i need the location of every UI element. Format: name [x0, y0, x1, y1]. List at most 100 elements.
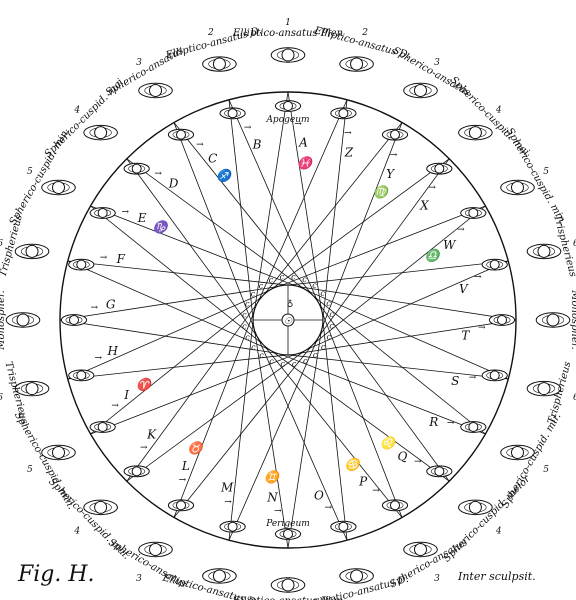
- phase-label: Spherico-cuspid. min.: [12, 410, 77, 511]
- earth-orbit-mark: c: [313, 351, 318, 360]
- phase-figure-C: [138, 82, 173, 99]
- saturn-position-F: [68, 258, 95, 271]
- saturn-globe: [434, 466, 445, 477]
- orbit-point-N: N: [266, 490, 278, 504]
- motion-arrow: →: [111, 401, 119, 411]
- phase-figure-Q: [458, 499, 493, 516]
- saturn-position-V: [481, 258, 508, 271]
- phase-figure-Z: [339, 56, 374, 72]
- saturn-globe: [434, 163, 445, 174]
- zodiac-sign: ♑: [153, 220, 170, 234]
- earth-symbol: ♁: [287, 299, 294, 309]
- phase-label: Monospher.: [0, 290, 7, 350]
- phase-figure-D: [83, 124, 118, 141]
- saturn-position-G: [60, 314, 88, 326]
- orbit-point-Y: Y: [386, 167, 395, 181]
- phase-number: 2: [207, 28, 214, 38]
- phase-figure-L: [138, 541, 173, 558]
- orbit-point-G: G: [106, 297, 116, 311]
- phase-number: 4: [73, 527, 80, 537]
- zodiac-sign: ♌: [380, 436, 397, 450]
- phase-figure-W: [500, 179, 535, 196]
- saturn-globe: [69, 315, 79, 325]
- saturn-globe: [52, 446, 66, 459]
- saturn-globe: [94, 126, 108, 140]
- motion-arrow: →: [100, 253, 108, 263]
- phase-label: Elliptico-ansatus Plen: [232, 28, 343, 39]
- saturn-position-Y: [381, 128, 409, 141]
- sight-line: [173, 122, 259, 338]
- saturn-globe: [97, 208, 108, 218]
- phase-figure-F: [14, 243, 50, 260]
- saturn-position-R: [460, 421, 487, 433]
- line-layer: [59, 91, 517, 549]
- phase-label: Elliptico-ansatus Plen: [232, 596, 343, 600]
- sight-line: [228, 99, 323, 312]
- phase-label: Monospher.: [569, 289, 576, 349]
- orbit-point-R: R: [428, 415, 438, 429]
- earth-orbit-mark: c: [259, 351, 264, 360]
- phase-number: 6: [573, 239, 576, 249]
- saturn-globe: [281, 48, 295, 62]
- phase-figure-I: [41, 444, 76, 461]
- orbit-point-E: E: [137, 211, 147, 225]
- saturn-globe: [350, 569, 364, 583]
- saturn-globe: [510, 181, 524, 194]
- saturn-globe: [489, 370, 500, 381]
- earth-orbit-mark: c: [326, 299, 331, 308]
- phase-number: 6: [0, 393, 3, 403]
- phase-number: 2: [361, 28, 368, 38]
- sight-line: [312, 295, 450, 482]
- phase-number: 6: [573, 393, 576, 403]
- phase-figure-V: [526, 243, 562, 260]
- phase-number: 3: [136, 58, 142, 68]
- sight-line: [305, 289, 486, 435]
- saturn-globe: [227, 108, 238, 119]
- phase-figure-K: [83, 499, 118, 516]
- phase-number: 5: [27, 465, 33, 475]
- orbit-point-M: M: [220, 480, 234, 494]
- saturn-globe: [468, 126, 482, 140]
- engraver-signature: Inter sculpsit.: [458, 570, 536, 583]
- motion-arrow: →: [390, 150, 398, 160]
- saturn-position-Q: [426, 465, 453, 478]
- orbit-point-I: I: [123, 388, 129, 402]
- saturn-globe: [489, 259, 500, 270]
- saturn-globe: [212, 569, 226, 583]
- phase-figure-G: [5, 312, 41, 328]
- saturn-globe: [97, 422, 108, 432]
- earth-orbit-mark: c: [280, 272, 285, 281]
- phase-number: 3: [434, 58, 440, 68]
- motion-arrow: →: [474, 273, 482, 283]
- zodiac-sign: ♓: [297, 156, 314, 170]
- phase-figure-N: [270, 577, 306, 593]
- earth-orbit-mark: c: [259, 281, 264, 290]
- earth-orbit-mark: c: [251, 290, 256, 299]
- sight-line: [126, 158, 264, 345]
- mark-layer: →Ac→Zc→Yc→Xc→Wc→Vc→Tc→Sc→Rc→Qc→Pc→Oc→Nc→…: [60, 100, 516, 540]
- saturn-position-X: [426, 162, 453, 175]
- phase-number: 1: [285, 18, 291, 28]
- saturn-globe: [16, 313, 30, 327]
- sight-line: [173, 337, 319, 518]
- saturn-globe: [212, 57, 226, 71]
- earth-orbit-mark: c: [312, 281, 317, 290]
- orbit-point-X: X: [419, 199, 429, 213]
- saturn-globe: [149, 84, 162, 98]
- earth-orbit-mark: c: [320, 289, 325, 298]
- zodiac-sign: ♈: [136, 377, 153, 391]
- orbit-point-L: L: [181, 459, 190, 473]
- motion-arrow: →: [94, 353, 102, 363]
- motion-arrow: →: [179, 476, 187, 486]
- saturn-globe: [546, 313, 560, 327]
- sun-body: [281, 313, 295, 327]
- phase-number: 5: [27, 167, 33, 177]
- sight-line: [126, 344, 313, 482]
- saturn-position-N: [274, 528, 302, 540]
- saturn-globe: [414, 542, 427, 556]
- saturn-position-O: [330, 520, 357, 533]
- saturn-globe: [390, 500, 400, 511]
- saturn-globe: [52, 181, 66, 194]
- phase-figure-Y: [403, 82, 438, 99]
- phase-number: 4: [495, 105, 502, 115]
